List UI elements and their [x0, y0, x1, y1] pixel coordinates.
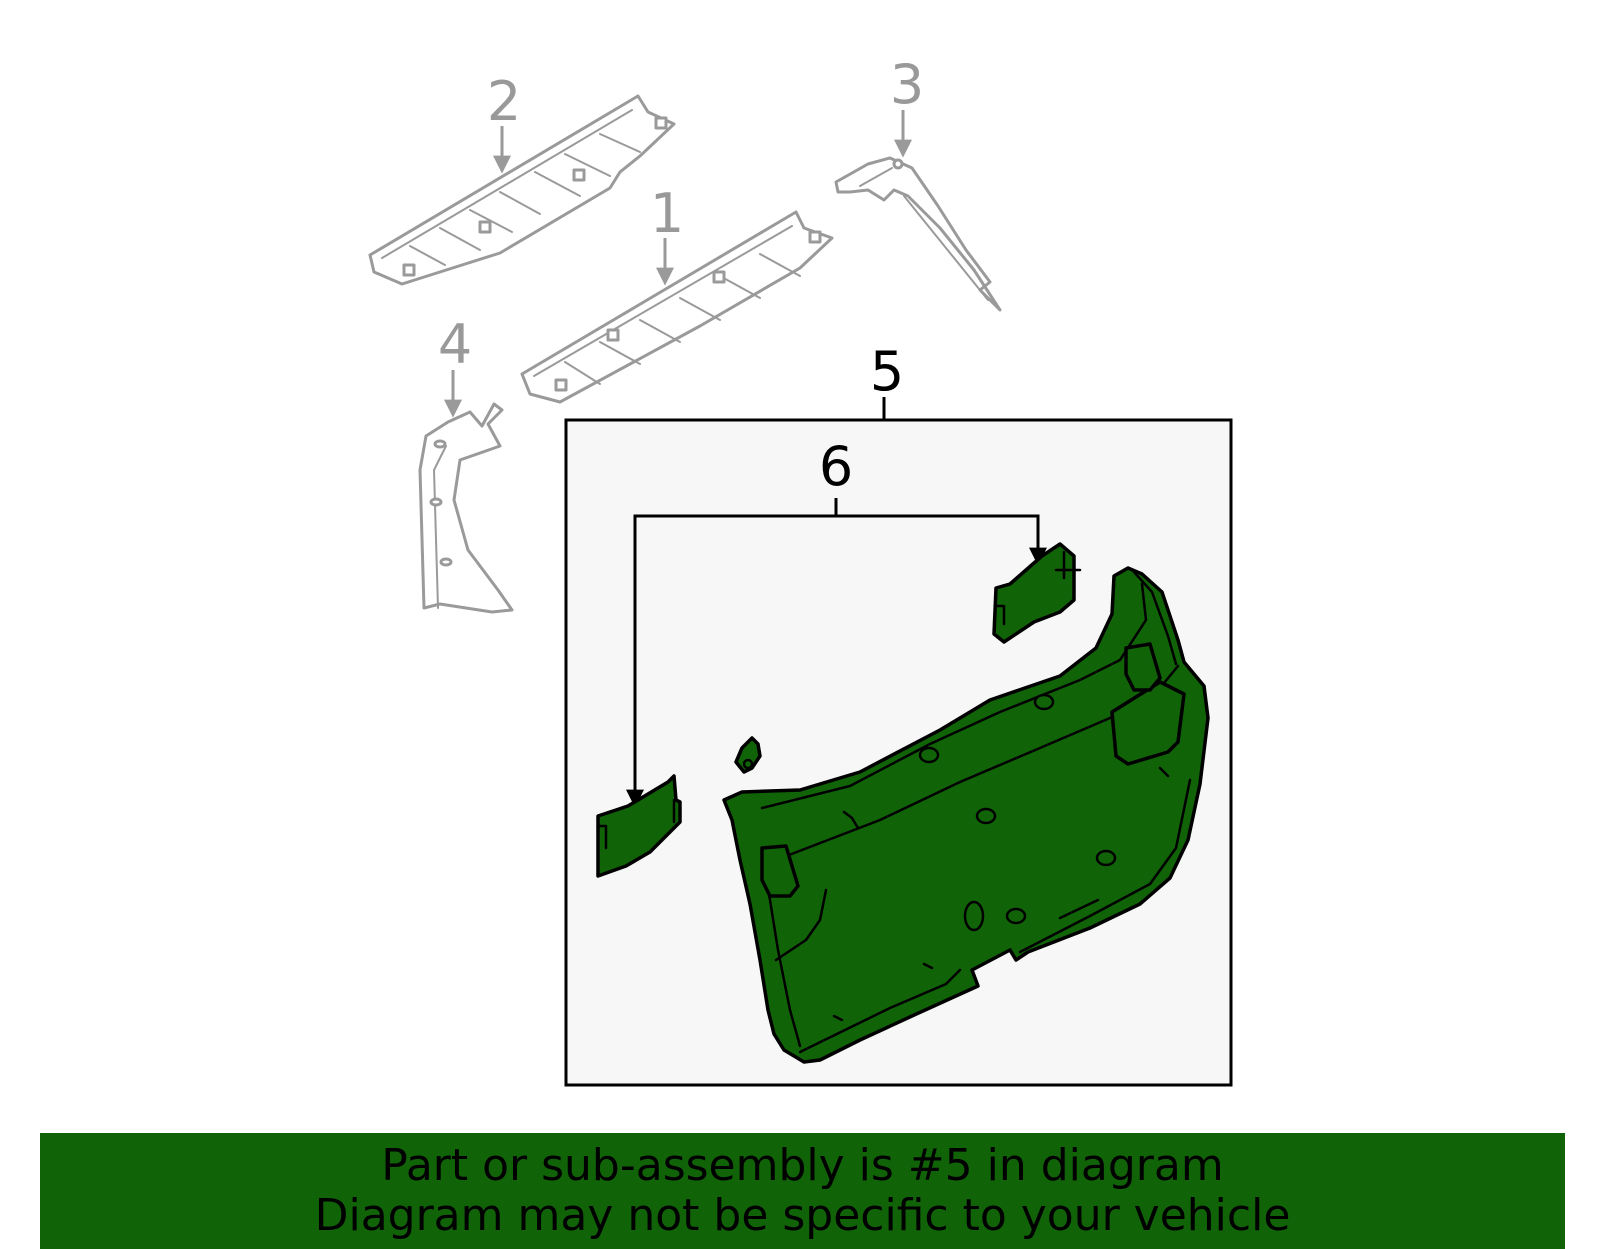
callout-2-label: 2	[487, 70, 521, 133]
part-3-pillar-trim	[834, 156, 1002, 312]
callout-6-label: 6	[819, 435, 853, 498]
banner-line-1: Part or sub-assembly is #5 in diagram	[381, 1140, 1224, 1191]
callout-1: 1	[650, 182, 684, 286]
part-2-upper-trim-panel	[368, 94, 676, 286]
callout-4: 4	[438, 313, 472, 418]
part-5-liftgate-trim-panel	[722, 566, 1210, 1064]
callout-3: 3	[890, 53, 924, 158]
callout-5-label: 5	[870, 340, 904, 403]
part-6-right-cover	[992, 542, 1082, 644]
callout-1-label: 1	[650, 182, 684, 245]
callout-6: 6	[626, 435, 1047, 808]
parts-diagram: 2 1 3 4 5 6	[368, 53, 1233, 1087]
callout-2: 2	[487, 70, 521, 174]
info-banner: Part or sub-assembly is #5 in diagram Di…	[40, 1133, 1565, 1249]
callout-4-label: 4	[438, 313, 472, 376]
part-1-lower-trim-panel	[520, 210, 834, 404]
banner-line-2: Diagram may not be specific to your vehi…	[314, 1190, 1291, 1241]
grommet	[734, 736, 762, 774]
part-4-pillar-trim	[418, 402, 514, 614]
callout-3-label: 3	[890, 53, 924, 116]
callout-5: 5	[870, 340, 904, 420]
part-6-left-cover	[596, 774, 682, 878]
